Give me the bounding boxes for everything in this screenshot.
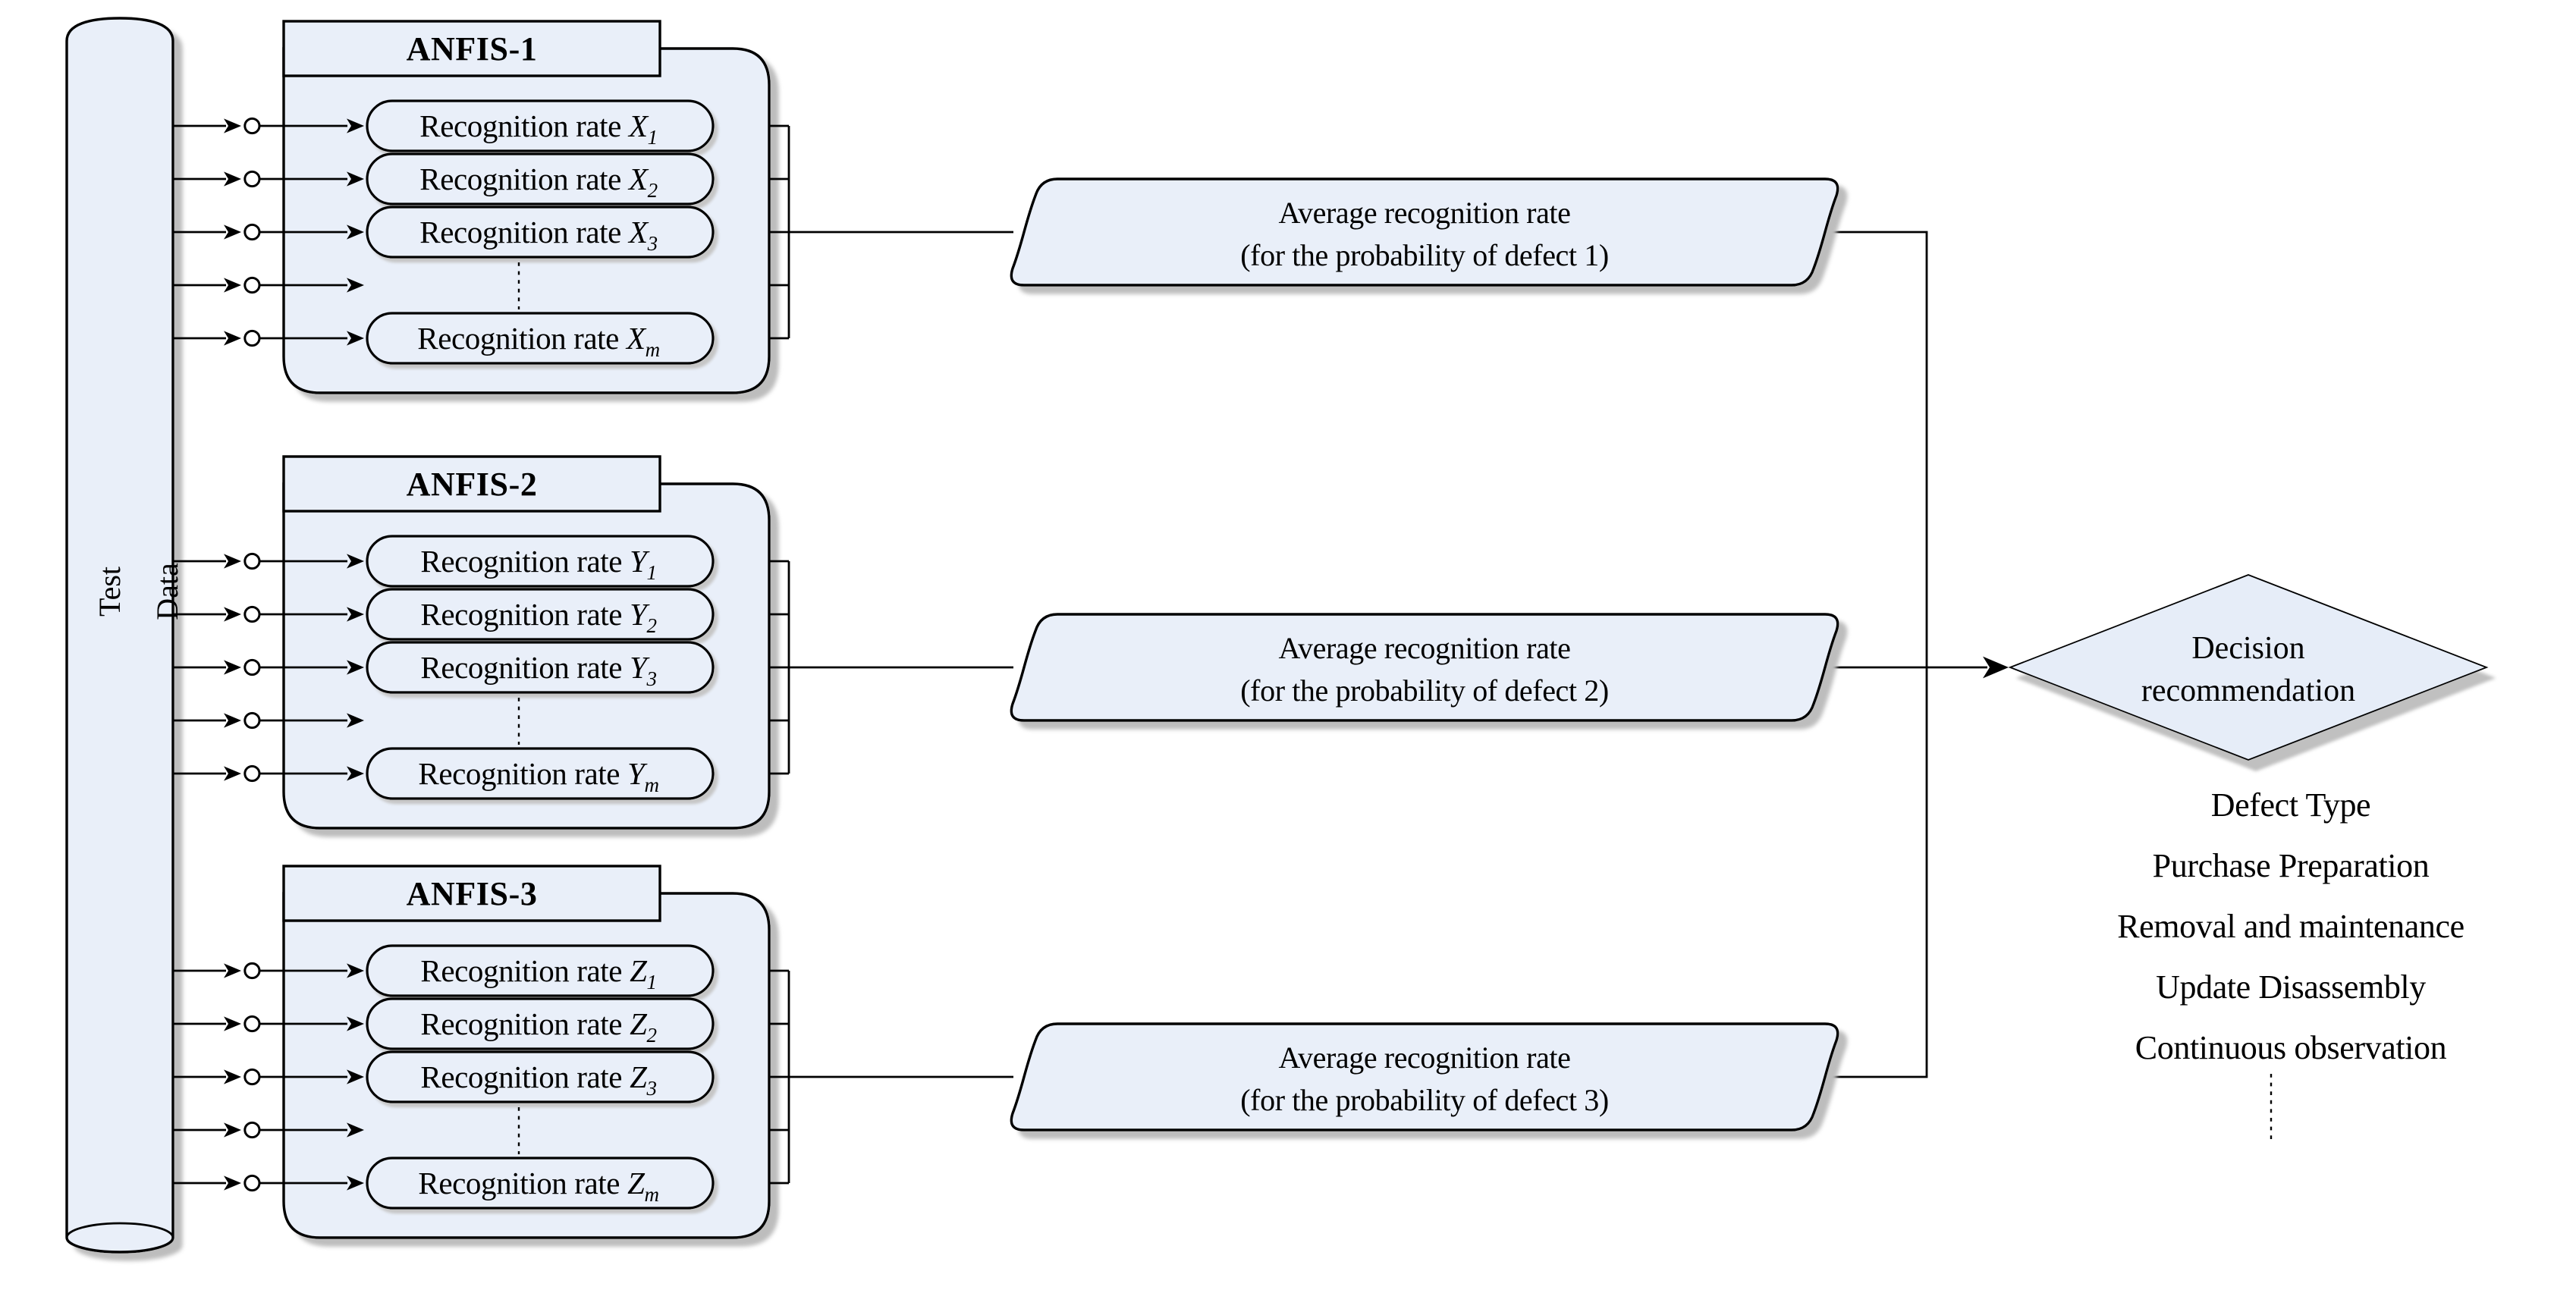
- recognition-rate-box: [366, 588, 715, 641]
- average-rate-label-line2: (for the probability of defect 2): [1240, 673, 1609, 708]
- cylinder-bottom-arc: [65, 1222, 174, 1238]
- outcome-item: Defect Type: [2211, 786, 2370, 824]
- recognition-rate-box: [366, 1157, 715, 1210]
- recognition-rate-box: [366, 747, 715, 800]
- recognition-rate-box: [366, 152, 715, 206]
- average-rate-label-line1: Average recognition rate: [1278, 196, 1570, 230]
- average-rate-label-line2: (for the probability of defect 1): [1240, 238, 1609, 272]
- outcome-item: Removal and maintenance: [2117, 908, 2464, 945]
- anfis-3-header: [282, 865, 661, 922]
- anfis-2-header: [282, 455, 661, 513]
- recognition-rate-box: [366, 1050, 715, 1103]
- average-rate-shape-3: [1010, 1022, 1839, 1131]
- recognition-rate-box: [366, 312, 715, 365]
- average-rate-label-line2: (for the probability of defect 3): [1240, 1083, 1609, 1117]
- anfis-3-title: ANFIS-3: [407, 875, 538, 912]
- outcome-item: Purchase Preparation: [2153, 847, 2430, 884]
- decision-label-line1: Decision: [2191, 631, 2304, 666]
- anfis-1-header: [282, 20, 661, 77]
- test-data-label-line1: Test: [93, 567, 127, 617]
- anfis-2-title: ANFIS-2: [407, 466, 538, 503]
- test-data-cylinder: [65, 17, 174, 1254]
- outcome-item: Continuous observation: [2135, 1029, 2447, 1066]
- average-rate-label-line1: Average recognition rate: [1278, 631, 1570, 665]
- recognition-rate-box: [366, 206, 715, 259]
- collector-line: [1816, 231, 1928, 1078]
- recognition-rate-box: [366, 944, 715, 997]
- outcome-item: Update Disassembly: [2156, 968, 2426, 1006]
- test-data-label-line2: Data: [150, 563, 184, 620]
- recognition-rate-box: [366, 99, 715, 152]
- recognition-rate-box: [366, 535, 715, 588]
- decision-label-line2: recommendation: [2141, 673, 2355, 708]
- average-rate-label-line1: Average recognition rate: [1278, 1040, 1570, 1075]
- decision-diamond: [2008, 574, 2489, 761]
- recognition-rate-box: [366, 997, 715, 1050]
- recognition-rate-box: [366, 641, 715, 694]
- average-rate-shape-1: [1010, 177, 1839, 287]
- anfis-1-title: ANFIS-1: [407, 30, 538, 67]
- average-rate-shape-2: [1010, 613, 1839, 722]
- arrowhead-icon: [1983, 656, 2009, 679]
